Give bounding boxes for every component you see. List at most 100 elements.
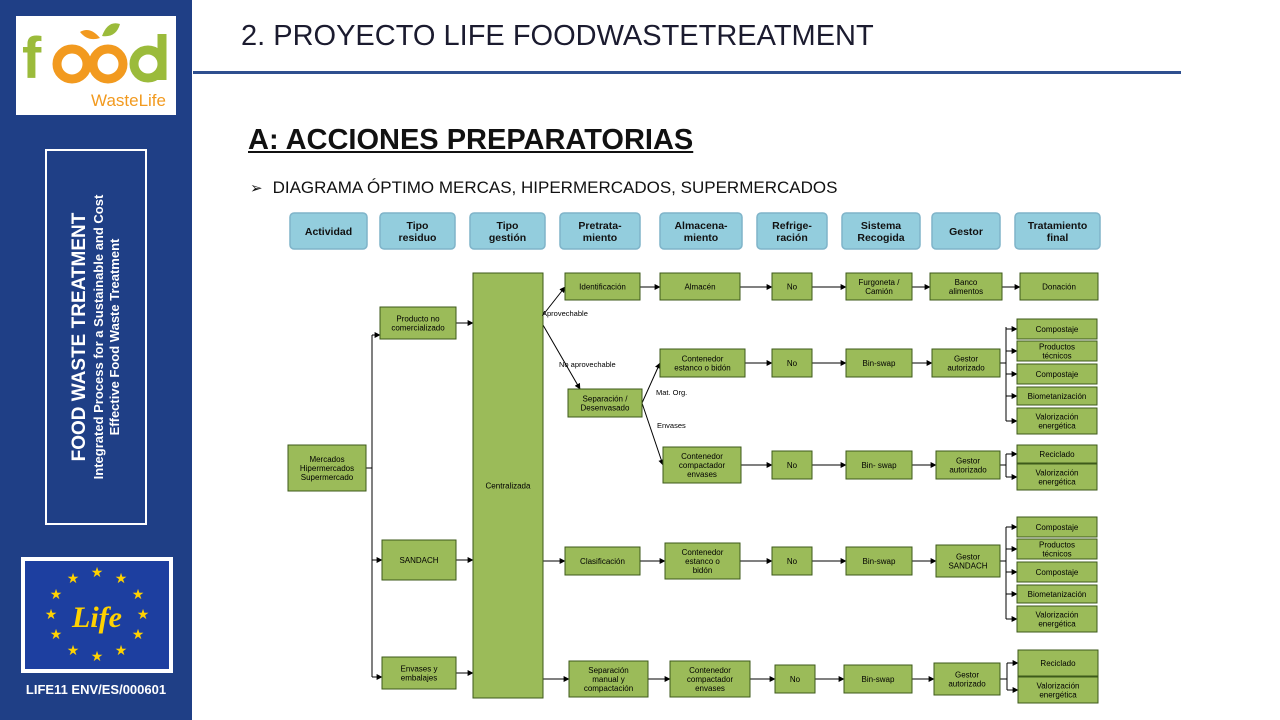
node-row2-binswap: Bin-swap — [845, 348, 913, 378]
node-row3-binswap-shape — [845, 450, 913, 480]
header-6: Refrige-ración — [756, 212, 828, 250]
node-row3-no: No — [771, 450, 813, 480]
eu-life-logo-graphic: ★ ★ ★ ★ ★ ★ ★ ★ ★ ★ ★ ★ Life — [25, 561, 169, 669]
node-row3-final-2-label: energética — [1038, 478, 1076, 487]
node-separacion-manual-label: compactación — [584, 684, 633, 693]
header-2-label: Tipo — [407, 220, 429, 232]
node-row4-final-2-shape — [1016, 538, 1098, 560]
node-row5-final-2-shape — [1017, 676, 1099, 704]
node-mercados-label: Hipermercados — [300, 464, 354, 473]
node-separacion-shape — [567, 388, 643, 418]
sidebar: f WasteLife FOOD WASTE TREATMENT Integra… — [0, 0, 192, 720]
node-envases-embalajes-shape — [381, 656, 457, 690]
header-6-label: ración — [776, 232, 808, 244]
header-7-shape — [841, 212, 921, 250]
label-envases: Envases — [657, 421, 686, 430]
node-row4-final-5-label: Valorización — [1036, 611, 1079, 620]
node-row2-final-2-shape — [1016, 340, 1098, 362]
node-row3-contenedor-label: Contenedor — [681, 452, 723, 461]
label-aprovechable: Aprovechable — [542, 309, 588, 318]
node-almacen-label: Almacén — [684, 283, 715, 292]
svg-text:★: ★ — [115, 570, 128, 586]
node-row2-no: No — [771, 348, 813, 378]
header-4-shape — [559, 212, 641, 250]
vertical-title-box: FOOD WASTE TREATMENT Integrated Process … — [45, 149, 147, 525]
vertical-title: FOOD WASTE TREATMENT — [69, 212, 90, 462]
node-row3-final-1: Reciclado — [1016, 444, 1098, 464]
node-row3-gestor-shape — [935, 450, 1001, 480]
svg-text:★: ★ — [67, 570, 80, 586]
node-row1-no: No — [771, 272, 813, 301]
node-row4-final-5-label: energética — [1038, 620, 1076, 629]
header-5: Almacena-miento — [659, 212, 743, 250]
node-row4-no-shape — [771, 546, 813, 576]
vertical-subtitle-line2: Effective Food Waste Treatment — [107, 238, 122, 436]
node-separacion-manual-shape — [568, 660, 649, 698]
header-6-label: Refrige- — [772, 220, 812, 232]
header-7-label: Sistema — [861, 220, 901, 232]
node-row3-final-2-label: Valorización — [1036, 469, 1079, 478]
node-mercados-label: Mercados — [309, 455, 344, 464]
node-row3-no-shape — [771, 450, 813, 480]
node-sandach-shape — [381, 539, 457, 581]
svg-text:★: ★ — [137, 606, 150, 622]
header-3-label: Tipo — [497, 220, 519, 232]
node-row4-no-label: No — [787, 557, 798, 566]
node-row4-final-3-shape — [1016, 561, 1098, 583]
header-9-label: Tratamiento — [1028, 220, 1088, 232]
node-row4-contenedor-label: bidón — [693, 566, 713, 575]
section-title: A: ACCIONES PREPARATORIAS — [248, 124, 694, 156]
header-8: Gestor — [931, 212, 1001, 250]
node-row5-final-2-label: energética — [1039, 691, 1077, 700]
node-almacen-shape — [659, 272, 741, 301]
node-row3-final-1-label: Reciclado — [1039, 450, 1075, 459]
label-mat-org: Mat. Org. — [656, 388, 687, 397]
header-2-label: residuo — [399, 232, 437, 244]
svg-text:★: ★ — [115, 642, 128, 658]
node-separacion-manual-label: manual y — [592, 675, 624, 684]
node-envases-embalajes-label: embalajes — [401, 674, 437, 683]
node-row4-final-4: Biometanización — [1016, 584, 1098, 604]
node-row2-final-3-label: Compostaje — [1036, 370, 1079, 379]
header-1: Actividad — [289, 212, 368, 250]
svg-text:★: ★ — [132, 626, 145, 642]
node-row3-gestor-label: autorizado — [949, 466, 987, 475]
svg-text:★: ★ — [132, 586, 145, 602]
node-row4-gestor-shape — [935, 544, 1001, 578]
svg-text:★: ★ — [50, 586, 63, 602]
svg-text:f: f — [22, 26, 42, 91]
node-row5-final-1-shape — [1017, 649, 1099, 677]
node-row2-binswap-label: Bin-swap — [863, 359, 896, 368]
header-1-shape — [289, 212, 368, 250]
node-row2-final-4-label: Biometanización — [1028, 392, 1087, 401]
node-row2-final-5-shape — [1016, 407, 1098, 435]
node-row2-gestor-label: Gestor — [954, 355, 978, 364]
node-separacion-label: Desenvasado — [581, 404, 630, 413]
node-separacion: Separación /Desenvasado — [567, 388, 643, 418]
node-row2-gestor-shape — [931, 348, 1001, 378]
node-identificacion-label: Identificación — [579, 283, 626, 292]
node-row4-gestor-label: Gestor — [956, 553, 980, 562]
node-row4-binswap: Bin-swap — [845, 546, 913, 576]
node-row2-final-1-label: Compostaje — [1036, 325, 1079, 334]
node-row3-contenedor-label: compactador — [679, 461, 726, 470]
bullet-item: ➢DIAGRAMA ÓPTIMO MERCAS, HIPERMERCADOS, … — [250, 178, 837, 198]
node-furgoneta-shape — [845, 272, 913, 301]
node-row4-final-3-label: Compostaje — [1036, 568, 1079, 577]
title-underline — [193, 71, 1181, 74]
node-row4-final-1-shape — [1016, 516, 1098, 538]
node-row4-binswap-label: Bin-swap — [863, 557, 896, 566]
node-row4-final-3: Compostaje — [1016, 561, 1098, 583]
node-mercados-shape — [287, 444, 367, 492]
node-row3-final-2-shape — [1016, 463, 1098, 491]
header-2-shape — [379, 212, 456, 250]
header-5-shape — [659, 212, 743, 250]
node-row4-final-1-label: Compostaje — [1036, 523, 1079, 532]
svg-text:★: ★ — [91, 648, 104, 664]
